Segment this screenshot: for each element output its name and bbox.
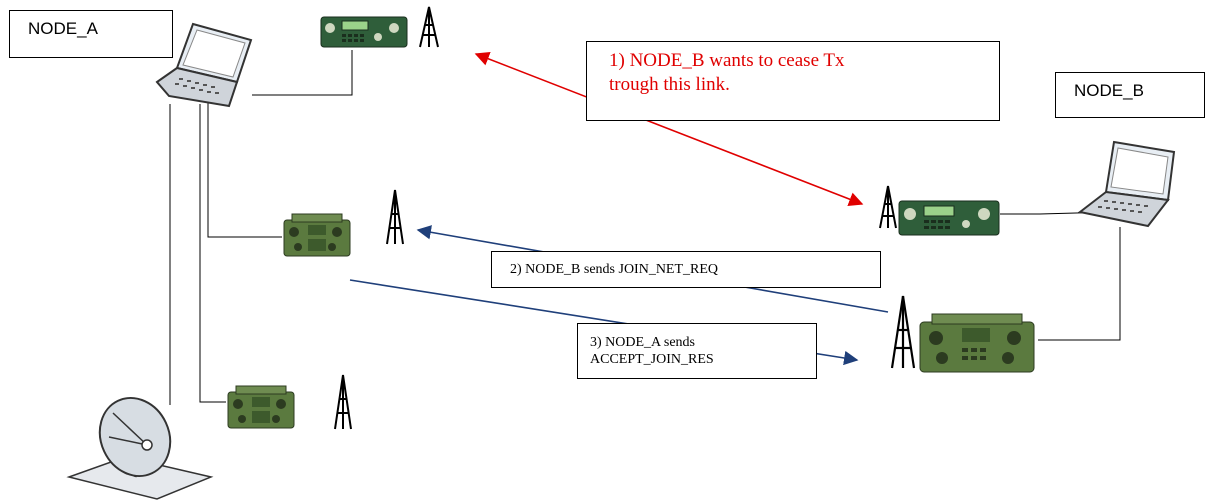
node-b-label: NODE_B bbox=[1055, 72, 1205, 118]
step3-callout: 3) NODE_A sends ACCEPT_JOIN_RES bbox=[577, 323, 817, 379]
node-b-hf-antenna-icon bbox=[879, 185, 897, 229]
wire-laptop-b-to-manpack bbox=[1038, 227, 1121, 341]
node-b-manpack-radio-icon bbox=[919, 313, 1035, 373]
node-a-laptop-icon bbox=[155, 22, 253, 108]
step3-callout-line2: ACCEPT_JOIN_RES bbox=[590, 352, 714, 367]
node-a-wiring bbox=[169, 50, 353, 405]
node-b-hf-radio-icon bbox=[898, 200, 1000, 236]
step2-callout: 2) NODE_B sends JOIN_NET_REQ bbox=[491, 251, 881, 288]
wire-laptop-to-manpack-2 bbox=[199, 104, 226, 403]
step1-callout-line2: trough this link. bbox=[609, 74, 730, 95]
wire-laptop-to-hf-radio bbox=[252, 50, 353, 96]
step1-callout-line1: 1) NODE_B wants to cease Tx bbox=[609, 50, 845, 71]
node-a-label: NODE_A bbox=[9, 10, 173, 58]
step1-arrow bbox=[474, 51, 864, 207]
node-a-satellite-dish-icon bbox=[66, 397, 214, 500]
node-a-manpack-2-antenna-icon bbox=[334, 374, 352, 430]
step1-callout: 1) NODE_B wants to cease Tx trough this … bbox=[586, 41, 1000, 121]
node-a-manpack-radio-1-icon bbox=[283, 213, 351, 257]
node-b-laptop-icon bbox=[1078, 140, 1176, 228]
node-a-manpack-radio-2-icon bbox=[227, 385, 295, 429]
node-a-hf-radio-icon bbox=[320, 16, 408, 48]
node-a-manpack-1-antenna-icon bbox=[386, 189, 404, 245]
node-b-manpack-antenna-icon bbox=[890, 295, 916, 369]
node-a-hf-antenna-icon bbox=[419, 6, 439, 48]
step2-callout-text: 2) NODE_B sends JOIN_NET_REQ bbox=[510, 262, 719, 277]
step3-callout-line1: 3) NODE_A sends bbox=[590, 335, 695, 350]
wire-laptop-to-manpack-1 bbox=[207, 102, 282, 238]
